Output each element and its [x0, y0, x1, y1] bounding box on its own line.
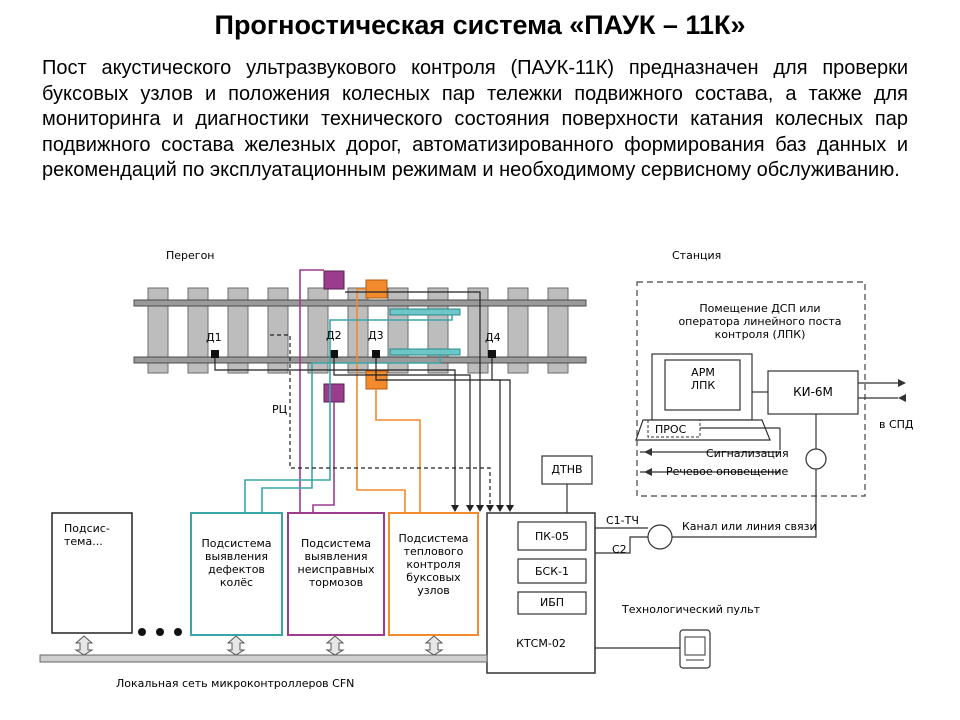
network-label: Локальная сеть микроконтроллеров CFN [116, 677, 355, 690]
ibp-box [517, 591, 587, 615]
cable-arrows [451, 505, 514, 512]
signalizaciya-label: Сигнализация [706, 447, 789, 460]
ki6m-box [767, 370, 859, 415]
kanal-label: Канал или линия связи [682, 520, 817, 533]
ki6m-links [640, 382, 898, 473]
dtnv-box [541, 455, 593, 485]
channel-coupler [647, 524, 673, 550]
subsystem-thermal-box [388, 512, 479, 636]
tech-console-icon [679, 629, 711, 669]
dtnv-label: ДТНВ [551, 463, 583, 476]
subsystem-brakes-box [287, 512, 385, 636]
colored-cables [244, 269, 453, 515]
wheel-defect-sensors [389, 308, 461, 356]
rc-label: РЦ [272, 403, 288, 416]
c1tch-label: С1-ТЧ [606, 514, 639, 527]
brake-sensors [323, 270, 345, 403]
bus-connectors [74, 635, 444, 656]
rc-cable [270, 334, 491, 505]
spd-label: в СПД [879, 418, 914, 431]
sensor-d2-label: Д2 [326, 329, 342, 342]
subsystem-wheels-label: Подсистема выявления дефектов колёс [201, 537, 272, 589]
c2-label: С2 [612, 543, 627, 556]
subsystem-thermal-label: Подсистема теплового контроля буксовых у… [398, 532, 469, 597]
peregon-label: Перегон [166, 249, 215, 262]
stanciya-label: Станция [672, 249, 722, 262]
station-coupler [805, 448, 827, 470]
pros-label: ПРОС [655, 423, 687, 436]
pk05-label: ПК-05 [534, 530, 570, 543]
sensor-d1-label: Д1 [206, 331, 222, 344]
pk05-box [517, 521, 587, 551]
tech-pult-label: Технологический пульт [622, 603, 760, 616]
dsp-room-label: Помещение ДСП или оператора линейного по… [678, 302, 842, 341]
track-sensors [211, 350, 496, 358]
rechevoe-label: Речевое оповещение [666, 465, 789, 478]
ellipsis-dots [138, 628, 182, 636]
bsk1-label: БСК-1 [534, 565, 569, 578]
subsystem-generic-label: Подсис- тема... [64, 522, 110, 548]
sensor-cables [214, 291, 511, 505]
arrow-heads [644, 379, 906, 476]
subsystem-brakes-label: Подсистема выявления неисправных тормозо… [297, 537, 375, 589]
ibp-label: ИБП [539, 596, 565, 609]
subsystem-generic-box [51, 512, 133, 634]
ktsm-label: КТСМ-02 [516, 637, 566, 650]
bsk1-box [517, 558, 587, 584]
sensor-d4-label: Д4 [485, 331, 501, 344]
ki6m-label: КИ-6М [793, 385, 833, 399]
subsystem-wheels-box [190, 512, 283, 636]
station-room-border [636, 281, 866, 497]
arm-label: АРМ ЛПК [690, 366, 716, 392]
channel-links [595, 469, 817, 649]
railway-track [133, 287, 587, 374]
cfn-bus [39, 654, 488, 663]
description-paragraph: Пост акустического ультразвукового контр… [42, 57, 908, 181]
sensor-d3-label: Д3 [368, 329, 384, 342]
arm-monitor [635, 353, 771, 441]
page-title: Прогностическая система «ПАУК – 11К» [214, 10, 746, 40]
